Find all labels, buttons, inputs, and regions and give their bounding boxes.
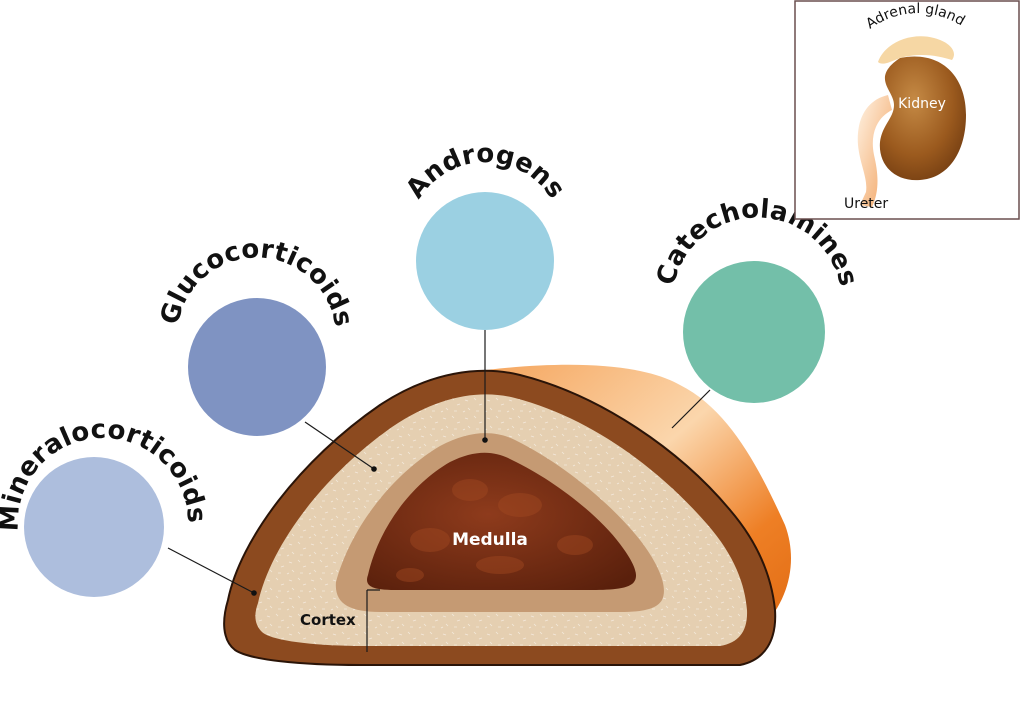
- cortex-label: Cortex: [300, 611, 356, 629]
- hormone-mineralocorticoids: Mineralocorticoids: [0, 415, 257, 597]
- cortex-bracket: [366, 589, 380, 652]
- adrenal-gland-shape: [878, 36, 954, 64]
- gland-medulla: [367, 452, 636, 590]
- ureter-label: Ureter: [844, 196, 888, 212]
- kidney-inset: Adrenal gland Kidney Ureter: [794, 0, 1020, 220]
- ureter-shape: [857, 95, 892, 207]
- leader-catecholamines: [671, 389, 711, 429]
- kidney-label: Kidney: [898, 96, 946, 112]
- dot-androgens: [482, 437, 488, 443]
- circle-glucocorticoids: [188, 298, 326, 436]
- circle-catecholamines: [683, 261, 825, 403]
- dot-glucocorticoids: [371, 466, 377, 472]
- medulla-texture: [396, 479, 593, 582]
- leader-mineralocorticoids: [167, 547, 255, 594]
- kidney-shape: [879, 56, 966, 181]
- circle-androgens: [416, 192, 554, 330]
- leader-glucocorticoids: [304, 421, 375, 470]
- circle-mineralocorticoids: [24, 457, 164, 597]
- dot-mineralocorticoids: [251, 590, 257, 596]
- adrenal-gland-cross-section: Medulla Cortex: [223, 364, 792, 666]
- medulla-label: Medulla: [452, 530, 528, 550]
